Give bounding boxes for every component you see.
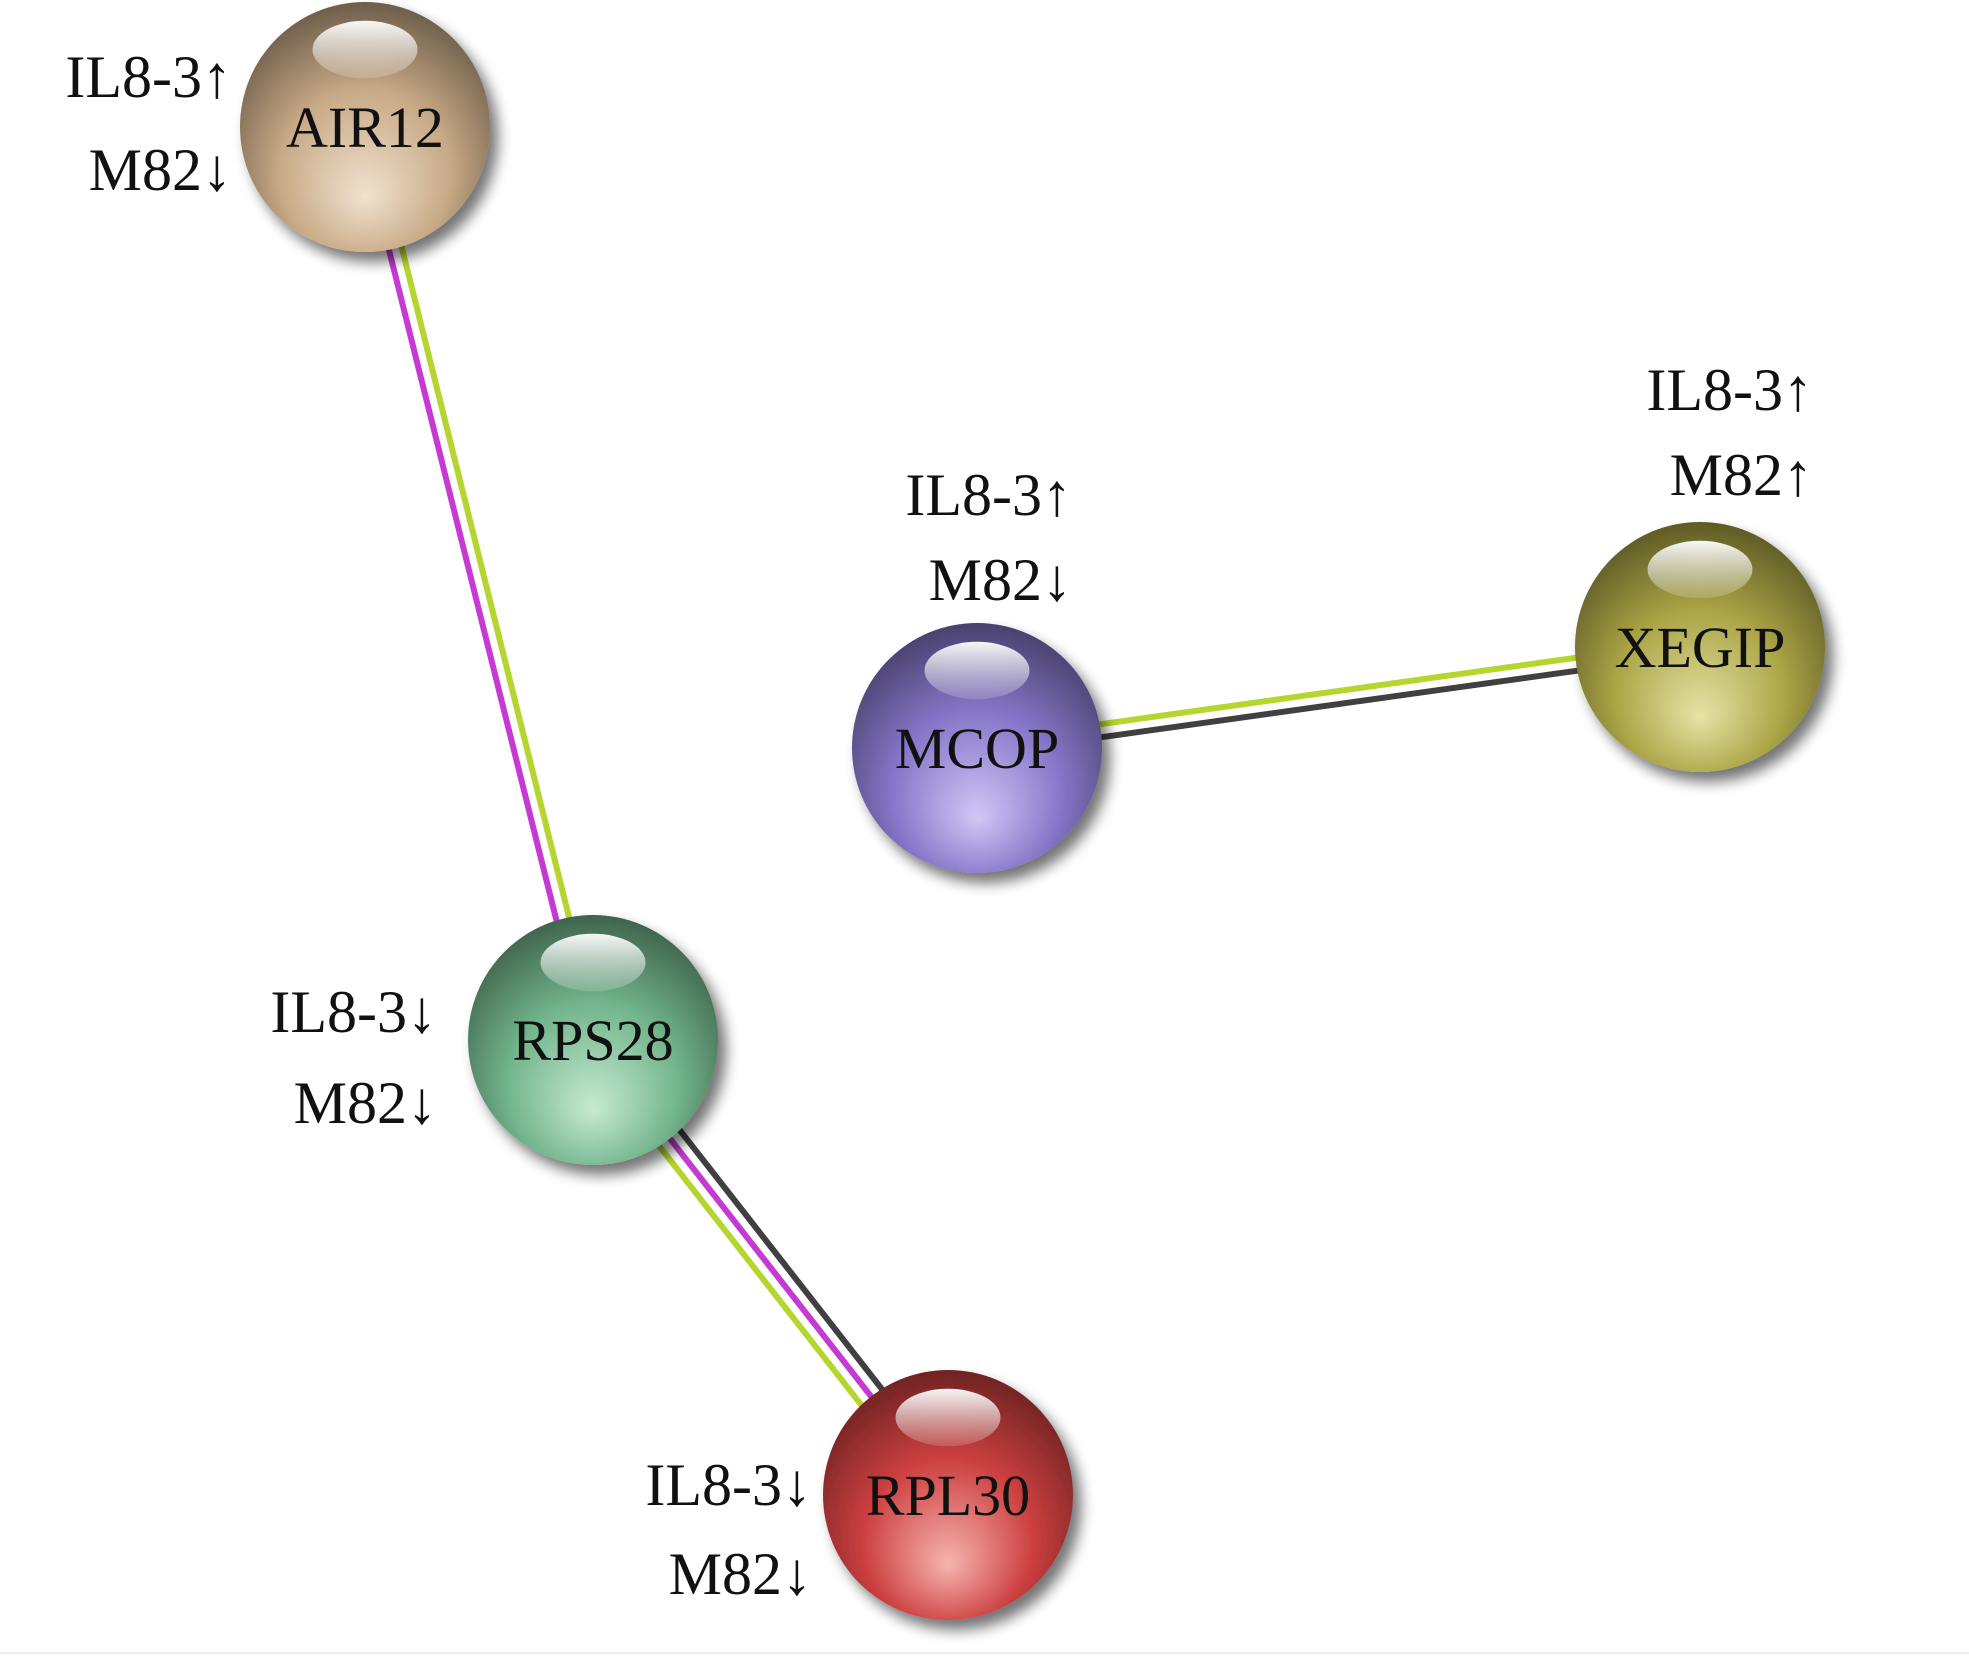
nodes-layer: AIR12IL8-3↑M82↓MCOPIL8-3↑M82↓XEGIPIL8-3↑…	[65, 2, 1825, 1620]
annotation-m82: M82↓	[669, 1541, 812, 1607]
node-annotation: IL8-3↑ M82↑	[1646, 357, 1813, 508]
node-sphere	[852, 623, 1102, 873]
annotation-m82: M82↑	[1670, 442, 1813, 508]
node-highlight	[540, 933, 646, 992]
annotation-il8-3: IL8-3↓	[645, 1452, 812, 1518]
annotation-il8-3: IL8-3↑	[65, 44, 232, 110]
edge-air12-rps28	[355, 124, 603, 1043]
node-label: XEGIP	[1615, 615, 1786, 680]
node-annotation: IL8-3↑ M82↓	[65, 44, 232, 203]
node-highlight	[312, 20, 418, 79]
annotation-m82: M82↓	[89, 137, 232, 203]
edge-strand	[362, 126, 596, 1041]
edge-strand	[355, 127, 590, 1043]
node-highlight	[924, 641, 1030, 700]
node-xegip[interactable]: XEGIP IL8-3↑ M82↑	[1575, 357, 1825, 772]
annotation-il8-3: IL8-3↑	[905, 462, 1072, 528]
annotation-il8-3: IL8-3↑	[1646, 357, 1813, 423]
node-annotation: IL8-3↓ M82↓	[270, 979, 437, 1136]
node-sphere	[240, 2, 490, 252]
node-air12[interactable]: AIR12 IL8-3↑ M82↓	[65, 2, 490, 252]
node-label: AIR12	[286, 95, 444, 160]
node-label: MCOP	[895, 716, 1059, 781]
bottom-divider	[0, 1652, 1969, 1654]
node-sphere	[1575, 522, 1825, 772]
node-highlight	[895, 1388, 1001, 1447]
annotation-il8-3: IL8-3↓	[270, 979, 437, 1045]
node-rpl30[interactable]: RPL30 IL8-3↓ M82↓	[645, 1370, 1073, 1620]
node-annotation: IL8-3↓ M82↓	[645, 1452, 812, 1607]
annotation-m82: M82↓	[929, 547, 1072, 613]
node-label: RPL30	[866, 1463, 1030, 1528]
node-rps28[interactable]: RPS28 IL8-3↓ M82↓	[270, 915, 718, 1165]
edge-strand	[368, 124, 603, 1040]
node-sphere	[823, 1370, 1073, 1620]
node-annotation: IL8-3↑ M82↓	[905, 462, 1072, 613]
node-sphere	[468, 915, 718, 1165]
annotation-m82: M82↓	[294, 1070, 437, 1136]
node-highlight	[1647, 540, 1753, 599]
node-mcop[interactable]: MCOP IL8-3↑ M82↓	[852, 462, 1102, 873]
node-label: RPS28	[512, 1008, 673, 1073]
